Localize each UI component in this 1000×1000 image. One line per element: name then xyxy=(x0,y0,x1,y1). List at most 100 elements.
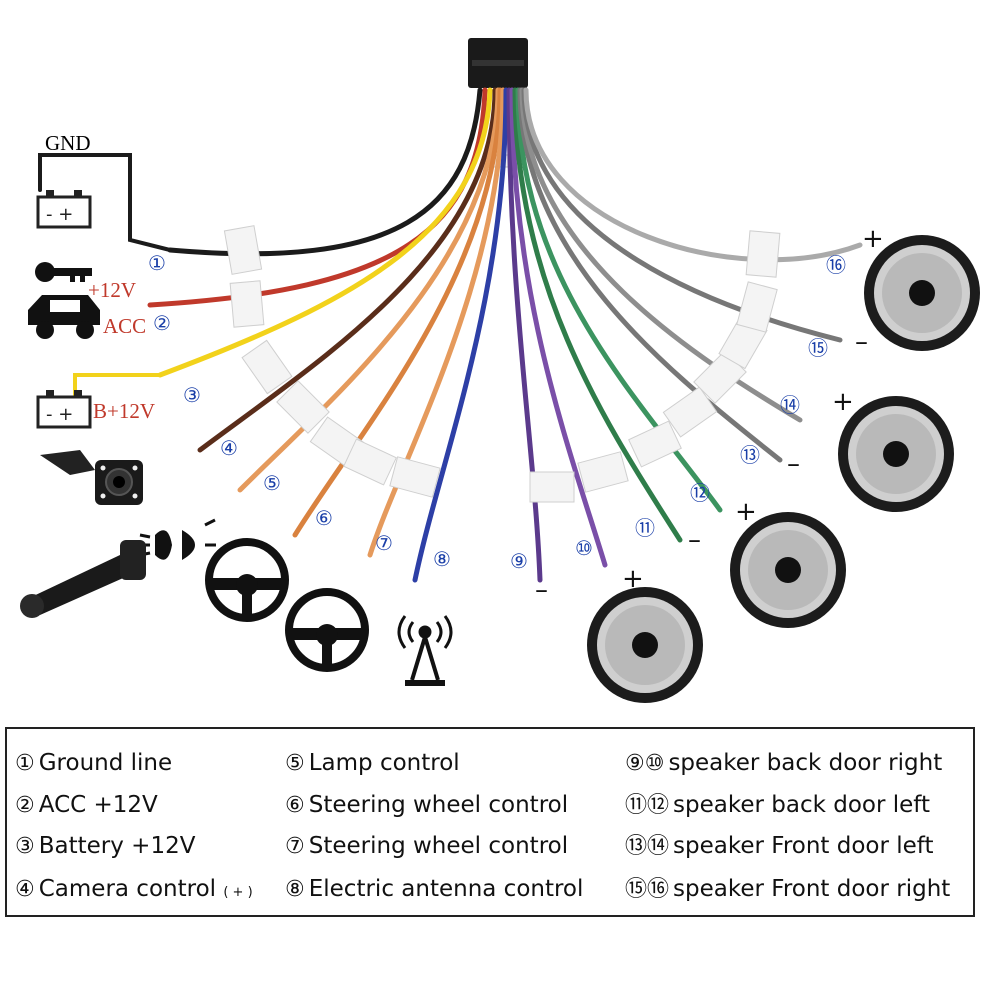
legend-text: Lamp control xyxy=(308,750,460,776)
wire-bundle xyxy=(38,87,863,583)
legend-suffix: ( + ) xyxy=(223,885,253,900)
plus-sign-14: + xyxy=(832,387,854,417)
legend-mark: ⑥ xyxy=(285,793,305,818)
legend-mark: ⑧ xyxy=(285,877,305,902)
wire-1-black xyxy=(167,87,483,257)
plus-sign-16: + xyxy=(862,224,884,254)
legend-text: Ground line xyxy=(38,750,173,776)
lamp-stalk-icon xyxy=(20,540,146,618)
wire-tags xyxy=(223,225,781,503)
b12-label: B+12V xyxy=(93,399,155,423)
svg-text:- +: - + xyxy=(46,404,73,425)
wire-number-16: ⑯ xyxy=(826,253,846,277)
steering-wheel-icon-2 xyxy=(285,588,369,672)
wire-number-6: ⑥ xyxy=(315,506,333,530)
legend-mark: ② xyxy=(15,793,35,818)
wire-15-gray xyxy=(521,87,843,343)
wire-number-12: ⑫ xyxy=(690,481,710,505)
gnd-label: GND xyxy=(45,131,91,155)
legend-text: speaker Front door right xyxy=(673,876,951,902)
wiring-diagram: - + GND +12V ACC - + B+12V xyxy=(20,38,980,703)
legend-mark: ③ xyxy=(15,834,35,859)
b12-battery-icon: - + xyxy=(36,390,92,429)
wire-number-4: ④ xyxy=(220,436,238,460)
antenna-icon xyxy=(397,615,453,686)
legend-text: Steering wheel control xyxy=(308,792,569,818)
acc-plus-label: +12V xyxy=(88,278,136,302)
wire-14-gray xyxy=(519,87,803,423)
wire-number-3: ③ xyxy=(183,383,201,407)
minus-sign-11: – xyxy=(688,525,701,555)
legend-text: speaker back door left xyxy=(673,792,930,818)
legend-mark: ⑦ xyxy=(285,834,305,859)
svg-text:- +: - + xyxy=(46,204,73,225)
legend-text: ACC +12V xyxy=(38,792,158,818)
key-icon xyxy=(35,262,92,282)
steering-wheel-icon-1 xyxy=(205,538,289,622)
minus-sign-15: – xyxy=(855,327,868,357)
wire-12-green xyxy=(515,87,723,513)
legend-mark: ⑬⑭ xyxy=(625,834,670,859)
speaker-icon-14-13 xyxy=(838,396,954,512)
speaker-icon-16-15 xyxy=(864,235,980,351)
wire-8-blue xyxy=(412,87,509,583)
wire-6-orange xyxy=(292,87,503,538)
wire-number-9: ⑨ xyxy=(510,549,528,573)
legend-text: Camera control xyxy=(38,876,217,902)
wire-9-purple xyxy=(506,87,543,583)
headlight-icon xyxy=(139,518,216,560)
legend-text: Battery +12V xyxy=(38,833,196,859)
wire-number-10: ⑩ xyxy=(575,536,593,560)
wire-number-11: ⑪ xyxy=(635,516,655,540)
speaker-icon-10-9 xyxy=(587,587,703,703)
wire-3-yellow xyxy=(157,87,493,378)
legend-mark: ⑨⑩ xyxy=(625,751,665,776)
acc-label: ACC xyxy=(103,314,146,338)
wire-number-15: ⑮ xyxy=(808,336,828,360)
wire-gnd-lead xyxy=(38,153,172,252)
wire-7-orange xyxy=(367,87,506,558)
wire-13-gray xyxy=(517,87,783,463)
legend-mark: ⑤ xyxy=(285,751,305,776)
wire-number-7: ⑦ xyxy=(375,531,393,555)
gnd-battery-icon: - + xyxy=(36,190,92,229)
wire-number-2: ② xyxy=(153,311,171,335)
wire-5-orange xyxy=(237,87,501,493)
wire-number-8: ⑧ xyxy=(433,547,451,571)
wire-3-lead xyxy=(73,373,162,397)
legend-text: speaker Front door left xyxy=(673,833,934,859)
plus-sign-12: + xyxy=(735,497,757,527)
minus-sign-13: – xyxy=(787,449,800,479)
wire-number-13: ⑬ xyxy=(740,443,760,467)
wire-11-green xyxy=(512,87,683,543)
wire-4-brown xyxy=(197,87,498,453)
camera-icon xyxy=(40,450,143,505)
legend-mark: ⑪⑫ xyxy=(625,793,670,818)
legend-text: speaker back door right xyxy=(668,750,943,776)
legend-mark: ④ xyxy=(15,877,35,902)
legend-text: Electric antenna control xyxy=(308,876,584,902)
legend-mark: ⑮⑯ xyxy=(625,877,670,902)
speaker-icon-12-11 xyxy=(730,512,846,628)
wire-10-purple xyxy=(509,87,608,568)
minus-sign-9: – xyxy=(535,575,548,605)
legend-mark: ① xyxy=(15,751,35,776)
car-icon xyxy=(28,295,100,339)
wire-number-14: ⑭ xyxy=(780,393,800,417)
legend-text: Steering wheel control xyxy=(308,833,569,859)
wire-16-gray xyxy=(523,87,863,263)
wire-number-5: ⑤ xyxy=(263,471,281,495)
plus-sign-10: + xyxy=(622,564,644,594)
